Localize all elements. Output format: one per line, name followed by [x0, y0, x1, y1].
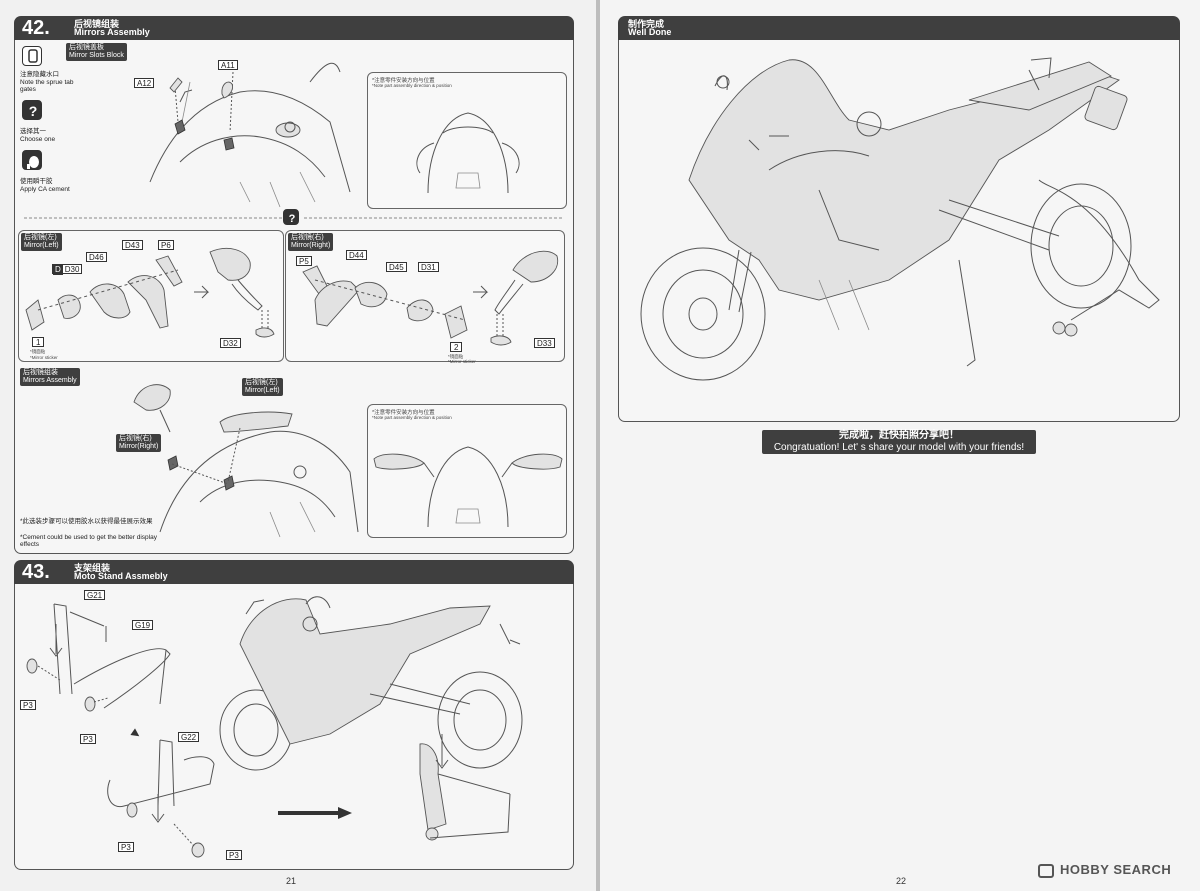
sticker-1-cn: *镜面贴: [30, 349, 46, 354]
mirror-slots-label-cn: 后视镜盖板: [69, 44, 104, 51]
part-label-p3-c: P3: [118, 842, 134, 852]
bottom-note-en: *Cement could be used to get the better …: [20, 534, 157, 548]
sticker-2-cn: *镜面贴: [448, 354, 464, 359]
well-done-header: 制作完成 Well Done: [618, 16, 1180, 40]
note-top-en: *Note part assembly direction & position: [372, 83, 452, 88]
sticker-1-label: 1: [32, 337, 45, 347]
svg-text:?: ?: [29, 103, 38, 119]
mirrors-assembly-label: 后视镜组装 Mirrors Assembly: [20, 368, 80, 386]
legend-glue-cn: 使用瞬干胶: [20, 178, 53, 185]
part-label-d32: D32: [220, 338, 241, 348]
well-done-title-cn: 制作完成: [628, 19, 665, 29]
choose-one-icon: ?: [283, 209, 299, 225]
part-label-p3-d: P3: [226, 850, 242, 860]
legend-sprue-en: Note the sprue tab gates: [20, 79, 74, 93]
part-label-d45: D45: [386, 262, 407, 272]
question-icon: ?: [22, 100, 42, 120]
choose-divider: [24, 217, 564, 219]
legend-sprue-cn: 注意隐藏水口: [20, 71, 59, 78]
legend-choose-en: Choose one: [20, 136, 56, 143]
step-43-title-en: Moto Stand Assmebly: [74, 571, 168, 581]
motorcycle-stand-drawing: [219, 596, 523, 841]
part-a12-drawing: [169, 77, 183, 93]
watermark-text: HOBBY SEARCH: [1060, 862, 1172, 877]
fairing-front-mirrors-view: [373, 446, 563, 528]
part-label-d31: D31: [418, 262, 439, 272]
arrow-right-icon: [278, 807, 352, 819]
mirror-slots-label: 后视镜盖板 Mirror Slots Block: [66, 43, 127, 61]
sprue-tab-icon: [22, 46, 42, 66]
note-bottom-en: *Note part assembly direction & position: [372, 415, 452, 420]
step-43-title-cn: 支架组装: [74, 563, 111, 573]
part-label-d44: D44: [346, 250, 367, 260]
step-42-number: 42.: [22, 17, 50, 39]
congratulation-banner: 完成啦，赶快拍照分享吧！ Congratuation! Let' s share…: [762, 430, 1036, 454]
step-42-title-cn: 后视镜组装: [74, 19, 120, 29]
fairing-front-view: [416, 112, 520, 194]
step-43-number: 43.: [22, 561, 50, 583]
part-label-a11: A11: [218, 60, 238, 70]
mirror-right-label: 后视镜(右) Mirror(Right): [288, 233, 334, 251]
part-label-d43: D43: [122, 240, 143, 250]
mirror-left-label: 后视镜(左) Mirror(Left): [21, 233, 62, 251]
part-label-g22: G22: [178, 732, 200, 742]
stand-exploded-drawing: [26, 603, 215, 858]
sticker-1-en: *Mirror sticker: [30, 355, 58, 360]
note-bottom-cn: *注意零件安装方向与位置: [372, 410, 435, 416]
mirror-right-callout: 后视镜(右) Mirror(Right): [116, 434, 162, 452]
step-43-header: 43. 支架组装 Moto Stand Assmebly: [14, 560, 574, 584]
part-label-p3-b: P3: [80, 734, 96, 744]
page-number-left: 21: [286, 876, 297, 886]
fairing-drawing-top: [149, 62, 351, 208]
part-label-p3-a: P3: [20, 700, 36, 710]
legend-glue-en: Apply CA cement: [20, 186, 70, 193]
part-a11-drawing: [221, 81, 233, 99]
mirror-left-callout: 后视镜(左) Mirror(Left): [242, 378, 283, 396]
svg-text:?: ?: [289, 213, 296, 225]
part-label-a12: A12: [134, 78, 155, 88]
well-done-title-en: Well Done: [628, 27, 672, 37]
part-label-p5: P5: [296, 256, 312, 266]
part-label-g19: G19: [132, 620, 154, 630]
legend-choose-cn: 选择其一: [20, 128, 46, 135]
mirror-left-exploded: [25, 248, 275, 338]
mirror-right-exploded: [302, 250, 559, 346]
note-top-cn: *注意零件安装方向与位置: [372, 78, 435, 84]
finished-motorcycle-drawing: [640, 57, 1160, 381]
note-box-bottom: *注意零件安装方向与位置 *Note part assembly directi…: [367, 404, 567, 538]
mirrors-assembly-drawing: [133, 384, 359, 538]
sticker-2-label: 2: [450, 342, 463, 352]
well-done-panel: [618, 40, 1180, 422]
page-gutter: [596, 0, 600, 891]
step-42-title-en: Mirrors Assembly: [74, 27, 150, 37]
part-label-g21: G21: [84, 590, 106, 600]
part-label-p6: P6: [158, 240, 174, 250]
step-42-header: 42. 后视镜组装 Mirrors Assembly: [14, 16, 574, 40]
note-box-top: *注意零件安装方向与位置 *Note part assembly directi…: [367, 72, 567, 209]
congratulation-en: Congratuation! Let' s share your model w…: [773, 442, 1025, 453]
hobby-search-logo-icon: [1038, 864, 1054, 878]
glue-bottle-icon: [22, 150, 42, 170]
sticker-2-en: *Mirror sticker: [448, 359, 476, 364]
part-label-d33: D33: [534, 338, 555, 348]
part-label-d46: D46: [86, 252, 107, 262]
page-number-right: 22: [896, 876, 907, 886]
congratulation-cn: 完成啦，赶快拍照分享吧！: [839, 430, 959, 441]
mirror-slots-label-en: Mirror Slots Block: [69, 52, 124, 59]
bottom-note-cn: *此选装步骤可以使用胶水以获得最佳展示效果: [20, 518, 153, 525]
